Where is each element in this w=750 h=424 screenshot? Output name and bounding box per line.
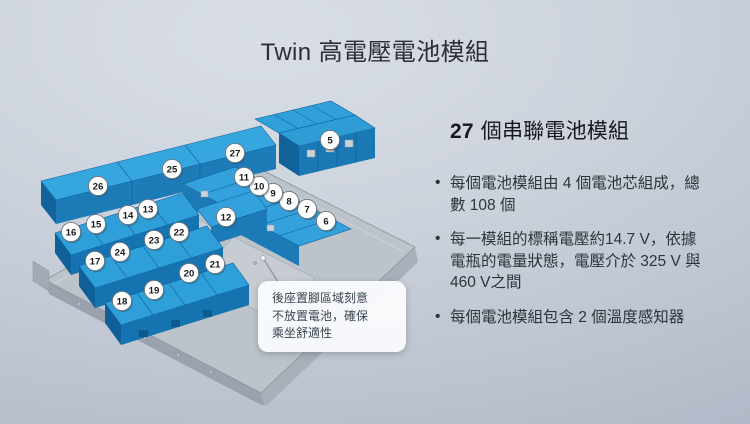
callout-leader-line — [260, 255, 279, 283]
module-badge-25: 25 — [161, 158, 183, 181]
module-badge-6: 6 — [315, 210, 337, 233]
svg-text:11: 11 — [239, 173, 250, 184]
bullet-marker: • — [435, 307, 441, 325]
module-badge-7: 7 — [296, 198, 318, 221]
bullet-marker: • — [435, 230, 441, 247]
svg-text:19: 19 — [149, 286, 160, 297]
module-badge-24: 24 — [109, 241, 131, 264]
svg-text:27: 27 — [230, 149, 241, 160]
svg-text:16: 16 — [66, 228, 77, 239]
module-badge-11: 11 — [233, 166, 255, 189]
svg-text:14: 14 — [123, 211, 134, 222]
module-badge-13: 13 — [137, 198, 159, 221]
svg-text:23: 23 — [149, 236, 160, 247]
bullet-item-voltage: • 每一模組的標稱電壓約14.7 V，依據 電瓶的電量狀態，電壓介於 325 V … — [435, 229, 750, 294]
callout-box: 後座置腳區域刻意 不放置電池，確保 乘坐舒適性 — [258, 281, 406, 352]
module-badge-8: 8 — [278, 190, 300, 213]
svg-text:10: 10 — [254, 182, 265, 193]
bullet-text: 每一模組的標稱電壓約14.7 V，依據 電瓶的電量狀態，電壓介於 325 V 與… — [450, 231, 701, 291]
bullet-text: 每個電池模組包含 2 個溫度感知器 — [450, 308, 685, 326]
module-badge-15: 15 — [85, 213, 107, 236]
svg-text:7: 7 — [304, 205, 309, 216]
svg-text:25: 25 — [167, 165, 178, 176]
bullet-list: • 每個電池模組由 4 個電池芯組成，總 數 108 個 • 每一模組的標稱電壓約1… — [435, 173, 750, 329]
module-badge-19: 19 — [143, 279, 165, 302]
svg-text:21: 21 — [210, 260, 221, 271]
svg-text:15: 15 — [91, 220, 102, 231]
svg-text:12: 12 — [221, 213, 232, 224]
module-badge-12: 12 — [215, 206, 237, 229]
svg-text:24: 24 — [115, 248, 126, 259]
module-block-5 — [254, 100, 376, 176]
battery-pack-illustration: 5 6 7 89 10 11 12 13 14 15 16 17 18 19 20 21 22 23 24 25 26 2… — [32, 100, 418, 405]
panel-heading-text: 個串聯電池模組 — [480, 120, 630, 143]
module-badge-14: 14 — [117, 204, 139, 227]
module-badge-18: 18 — [111, 290, 133, 313]
bullet-marker: • — [435, 174, 441, 191]
module-badge-17: 17 — [84, 250, 106, 273]
info-panel: 27 個串聯電池模組 • 每個電池模組由 4 個電池芯組成，總 數 108 個 • 每… — [435, 115, 750, 341]
bullet-text: 每個電池模組由 4 個電池芯組成，總 數 108 個 — [450, 175, 700, 214]
svg-text:9: 9 — [270, 189, 275, 200]
svg-text:5: 5 — [327, 136, 333, 147]
bullet-item-sensors: • 每個電池模組包含 2 個溫度感知器 — [435, 307, 750, 329]
svg-text:13: 13 — [143, 205, 154, 216]
module-badge-16: 16 — [60, 221, 82, 244]
svg-text:8: 8 — [286, 197, 292, 208]
module-badge-20: 20 — [178, 262, 200, 285]
svg-text:26: 26 — [93, 182, 104, 193]
module-badge-27: 27 — [224, 142, 246, 165]
svg-text:6: 6 — [323, 217, 328, 228]
slide-title: Twin 高電壓電池模組 — [260, 39, 490, 66]
module-badge-10: 10 — [248, 175, 270, 198]
svg-text:18: 18 — [117, 297, 128, 308]
module-badge-23: 23 — [143, 229, 165, 252]
module-badge-26: 26 — [87, 175, 109, 198]
svg-text:20: 20 — [184, 269, 195, 280]
module-badge-22: 22 — [168, 221, 190, 244]
panel-heading: 27 個串聯電池模組 — [450, 115, 750, 145]
module-badge-21: 21 — [204, 253, 226, 276]
svg-text:17: 17 — [90, 257, 101, 268]
bullet-item-cells: • 每個電池模組由 4 個電池芯組成，總 數 108 個 — [435, 173, 750, 216]
module-badges: 5 6 7 89 10 11 12 13 14 15 16 17 18 19 20 21 22 23 24 25 26 2… — [60, 129, 341, 313]
svg-text:22: 22 — [174, 228, 185, 239]
module-badge-5: 5 — [319, 129, 341, 152]
module-count: 27 — [450, 120, 474, 143]
